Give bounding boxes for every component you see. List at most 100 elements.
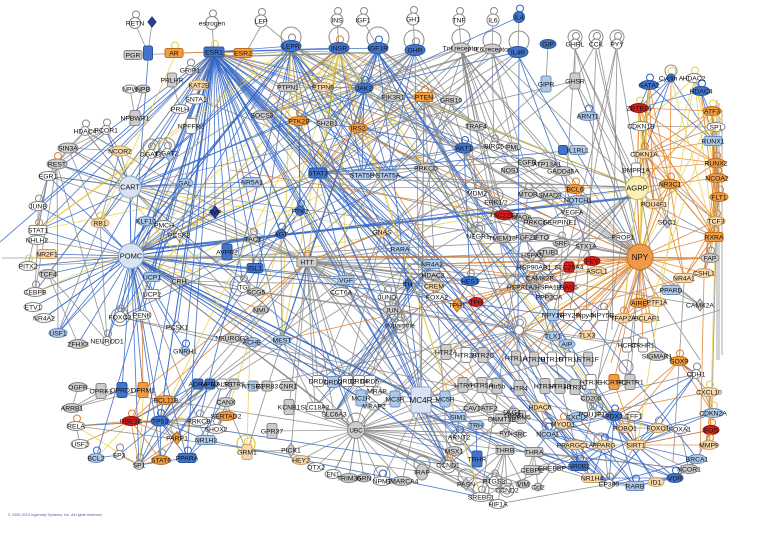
svg-text:TMEM18: TMEM18	[488, 235, 516, 242]
svg-text:GHR: GHR	[407, 47, 422, 54]
svg-text:RB1: RB1	[93, 220, 106, 227]
svg-text:HTR1E: HTR1E	[559, 356, 582, 363]
svg-text:© 2000-2013 Ingenuity Systems,: © 2000-2013 Ingenuity Systems, Inc. All …	[8, 513, 103, 517]
svg-text:BRCA1: BRCA1	[686, 456, 709, 463]
svg-text:GRB10: GRB10	[440, 97, 463, 104]
svg-text:GRM5: GRM5	[511, 414, 531, 421]
svg-text:PENK: PENK	[133, 312, 152, 319]
svg-text:PCSK2: PCSK2	[168, 232, 191, 239]
svg-text:IL4: IL4	[514, 14, 524, 21]
svg-text:GPR37: GPR37	[261, 428, 284, 435]
svg-text:NR3C1: NR3C1	[659, 181, 682, 188]
svg-text:CREM: CREM	[424, 283, 444, 290]
svg-text:STAT3: STAT3	[308, 170, 328, 177]
svg-text:ESR1: ESR1	[205, 49, 223, 56]
svg-text:TRH: TRH	[469, 422, 483, 429]
svg-text:JUNB: JUNB	[29, 203, 47, 210]
svg-text:TCF4: TCF4	[40, 271, 57, 278]
svg-text:PROP1: PROP1	[611, 234, 634, 241]
svg-text:HCRTR1: HCRTR1	[616, 379, 644, 386]
svg-text:HES1: HES1	[461, 278, 479, 285]
svg-text:FOXO1: FOXO1	[646, 425, 669, 432]
svg-text:TRIM36: TRIM36	[337, 475, 361, 482]
svg-text:POMC: POMC	[120, 252, 143, 261]
svg-text:EN1: EN1	[326, 471, 339, 478]
svg-text:Htr5b: Htr5b	[489, 383, 506, 390]
svg-text:HCRT: HCRT	[618, 342, 637, 349]
svg-text:CAMK2A: CAMK2A	[686, 302, 714, 309]
svg-text:SNTA1: SNTA1	[185, 96, 207, 103]
svg-text:AGT: AGT	[274, 231, 288, 238]
svg-text:PRKCG: PRKCG	[524, 219, 548, 226]
svg-text:TRHR: TRHR	[468, 456, 487, 463]
svg-text:REST: REST	[48, 161, 66, 168]
svg-text:TSC22D3: TSC22D3	[489, 212, 519, 219]
svg-text:NEGR1: NEGR1	[466, 233, 490, 240]
svg-text:UCP2: UCP2	[143, 291, 161, 298]
svg-text:NCOA2: NCOA2	[705, 175, 729, 182]
svg-text:SLC6A3: SLC6A3	[321, 411, 347, 418]
svg-text:HTR3E: HTR3E	[580, 379, 603, 386]
svg-text:THRA: THRA	[525, 449, 544, 456]
svg-text:ESR2: ESR2	[234, 50, 252, 57]
svg-text:OPRK1: OPRK1	[89, 388, 112, 395]
svg-text:TFAP2A: TFAP2A	[610, 315, 636, 322]
svg-text:RUNX2: RUNX2	[704, 160, 727, 167]
svg-text:SOX9: SOX9	[670, 358, 688, 365]
svg-text:JAK2: JAK2	[356, 85, 372, 92]
svg-text:MC3R: MC3R	[385, 396, 404, 403]
svg-text:PTGS2: PTGS2	[483, 478, 506, 485]
svg-text:FEV: FEV	[585, 258, 599, 265]
svg-text:NPB: NPB	[136, 86, 150, 93]
svg-text:CRHR1: CRHR1	[631, 342, 655, 349]
svg-text:NPFFR2: NPFFR2	[178, 123, 205, 130]
svg-text:AIP: AIP	[562, 341, 573, 348]
svg-text:Tnf receptor: Tnf receptor	[443, 45, 480, 52]
svg-text:TP53: TP53	[152, 418, 168, 425]
svg-text:SLC18A2: SLC18A2	[300, 404, 329, 411]
svg-text:FOXO3: FOXO3	[108, 314, 131, 321]
svg-text:NPW: NPW	[122, 86, 138, 93]
svg-text:ARNTL: ARNTL	[577, 113, 600, 120]
svg-text:MC1R: MC1R	[351, 395, 370, 402]
svg-text:PDX1: PDX1	[605, 413, 623, 420]
svg-text:CSHL1: CSHL1	[693, 270, 715, 277]
svg-text:FOXA2: FOXA2	[426, 294, 449, 301]
svg-text:HTR6: HTR6	[454, 382, 472, 389]
svg-text:FGF21: FGF21	[515, 234, 536, 241]
svg-text:BCL11B: BCL11B	[154, 397, 179, 404]
svg-text:HDAC2: HDAC2	[682, 75, 705, 82]
svg-text:PPARG: PPARG	[592, 442, 615, 449]
svg-text:CART: CART	[120, 183, 140, 192]
svg-text:SERPINE1: SERPINE1	[543, 219, 577, 226]
svg-text:POU1F1: POU1F1	[579, 411, 606, 418]
svg-text:NPBWR1: NPBWR1	[120, 115, 149, 122]
svg-text:MEST: MEST	[273, 337, 292, 344]
svg-text:FAP: FAP	[704, 255, 717, 262]
svg-text:DGAT1: DGAT1	[140, 151, 162, 158]
svg-text:Npy4r: Npy4r	[577, 312, 596, 319]
svg-text:GRM3: GRM3	[504, 412, 524, 419]
svg-text:NR5A1: NR5A1	[241, 179, 263, 186]
svg-text:EGR1: EGR1	[39, 173, 58, 180]
svg-text:KAT2B: KAT2B	[188, 82, 209, 89]
svg-text:BCL2: BCL2	[87, 455, 104, 462]
svg-text:GRN: GRN	[356, 475, 371, 482]
svg-text:GAL: GAL	[178, 180, 192, 187]
svg-text:PRLHR: PRLHR	[160, 77, 183, 84]
svg-text:HIF1A: HIF1A	[488, 501, 508, 508]
svg-text:SCG5: SCG5	[247, 289, 266, 296]
svg-text:BMPR1A: BMPR1A	[622, 167, 650, 174]
svg-text:POU4F1: POU4F1	[641, 201, 668, 208]
svg-text:STX1A: STX1A	[575, 243, 597, 250]
svg-text:SP1: SP1	[710, 124, 723, 131]
svg-text:DGAT2: DGAT2	[156, 150, 178, 157]
svg-text:SREBF1: SREBF1	[468, 494, 495, 501]
svg-text:NR1H4: NR1H4	[581, 475, 604, 482]
svg-text:TFF1: TFF1	[626, 413, 642, 420]
svg-text:PTEN: PTEN	[415, 94, 433, 101]
svg-text:estrogen: estrogen	[199, 20, 226, 27]
svg-text:IL1RL1: IL1RL1	[567, 147, 589, 154]
svg-text:ZBTB16: ZBTB16	[627, 105, 652, 112]
svg-text:NR4A2: NR4A2	[33, 315, 55, 322]
